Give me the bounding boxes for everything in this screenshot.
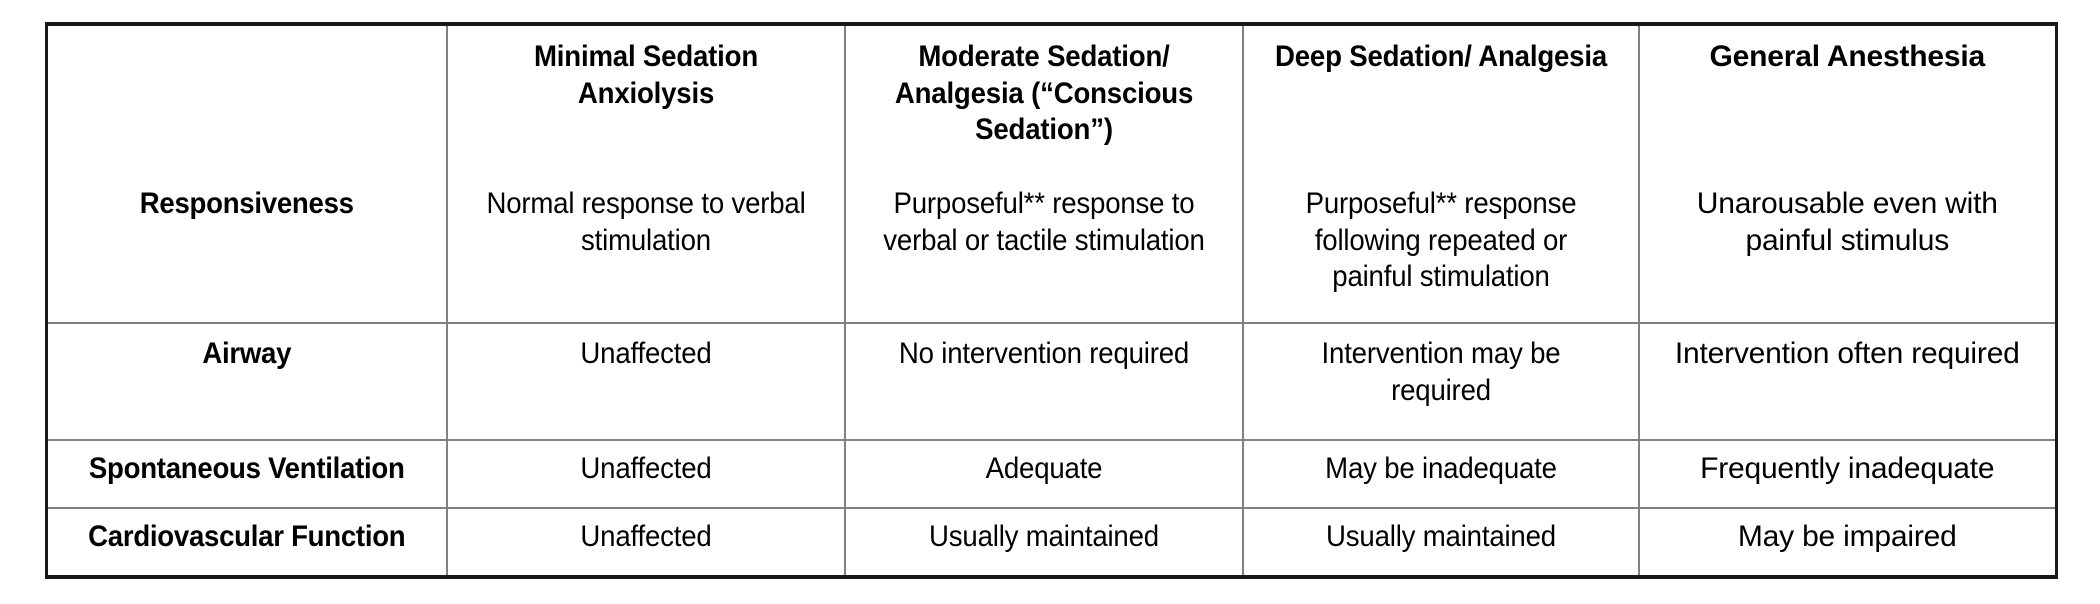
table-row: Spontaneous Ventilation Unaffected Adequ… [46,440,2057,509]
table-row: Cardiovascular Function Unaffected Usual… [46,508,2057,577]
column-header-general-anesthesia: General Anesthesia [1638,24,2057,174]
row-label-text: Cardiovascular Function [48,509,446,564]
cell-value: Usually maintained [1325,520,1556,553]
cell-text: Unarousable even with painful stimulus [1640,174,2056,269]
cell-text: Unaffected [448,441,844,496]
cell-value: Adequate [985,452,1102,485]
cell-text: May be inadequate [1244,441,1638,496]
cell-airway-general: Intervention often required [1638,323,2057,441]
row-label-text: Spontaneous Ventilation [48,441,446,496]
header-line-2: Analgesia (“Conscious [894,76,1193,110]
cell-value: Intervention may be required [1321,337,1560,407]
cell-value: Normal response to verbal stimulation [485,187,806,257]
cell-value: Purposeful** response following repeated… [1305,187,1576,294]
row-label-spontaneous-ventilation: Spontaneous Ventilation [46,440,448,509]
table-row: Responsiveness Normal response to verbal… [46,174,2057,324]
cell-cardio-general: May be impaired [1638,508,2057,577]
cell-cardio-minimal: Unaffected [446,508,846,577]
cell-text: Intervention may be required [1244,324,1638,419]
row-label-value: Cardiovascular Function [88,520,406,553]
cell-ventilation-moderate: Adequate [844,440,1244,509]
cell-value: Unarousable even with painful stimulus [1696,187,1998,257]
cell-text: Adequate [846,441,1242,496]
column-header-general-anesthesia-text: General Anesthesia [1640,26,2056,86]
cell-text: Frequently inadequate [1640,441,2056,496]
table-header-row: Minimal Sedation Anxiolysis Moderate Sed… [46,24,2057,174]
cell-airway-moderate: No intervention required [844,323,1244,441]
cell-responsiveness-moderate: Purposeful** response to verbal or tacti… [844,174,1244,324]
cell-value: Usually maintained [928,520,1159,553]
sedation-levels-table-container: Minimal Sedation Anxiolysis Moderate Sed… [45,22,2058,579]
cell-value: Intervention often required [1674,337,2020,370]
row-label-airway: Airway [46,323,448,441]
cell-ventilation-deep: May be inadequate [1242,440,1640,509]
cell-cardio-moderate: Usually maintained [844,508,1244,577]
header-line-3: Sedation”) [974,113,1113,147]
cell-value: Unaffected [579,520,712,553]
row-label-value: Responsiveness [139,187,354,220]
row-label-cardiovascular-function: Cardiovascular Function [46,508,448,577]
row-label-text: Responsiveness [48,174,446,233]
cell-text: Normal response to verbal stimulation [448,174,844,269]
header-line-1: Deep Sedation/ Analgesia [1274,40,1607,73]
column-header-moderate-sedation-text: Moderate Sedation/ Analgesia (“Conscious… [846,26,1242,159]
cell-value: May be inadequate [1324,452,1557,485]
cell-text: Purposeful** response following repeated… [1244,174,1638,306]
cell-responsiveness-deep: Purposeful** response following repeated… [1242,174,1640,324]
cell-ventilation-minimal: Unaffected [446,440,846,509]
cell-value: No intervention required [898,337,1189,370]
table-row: Airway Unaffected No intervention requir… [46,323,2057,441]
column-header-deep-sedation-text: Deep Sedation/ Analgesia [1244,26,1638,86]
column-header-moderate-sedation: Moderate Sedation/ Analgesia (“Conscious… [844,24,1244,174]
header-line-1: General Anesthesia [1709,40,1986,73]
cell-value: May be impaired [1737,520,1957,553]
cell-text: Purposeful** response to verbal or tacti… [846,174,1242,269]
cell-value: Unaffected [579,452,712,485]
row-label-value: Airway [202,337,292,370]
header-line-1: Moderate Sedation/ [917,40,1170,73]
cell-text: No intervention required [846,324,1242,383]
column-header-deep-sedation: Deep Sedation/ Analgesia [1242,24,1640,174]
header-line-2: Anxiolysis [577,76,714,110]
cell-text: May be impaired [1640,509,2056,564]
cell-text: Usually maintained [1244,509,1638,564]
cell-text: Usually maintained [846,509,1242,564]
cell-text: Intervention often required [1640,324,2056,383]
cell-responsiveness-minimal: Normal response to verbal stimulation [446,174,846,324]
cell-value: Frequently inadequate [1700,452,1995,485]
cell-text: Unaffected [448,324,844,383]
column-header-minimal-sedation: Minimal Sedation Anxiolysis [446,24,846,174]
cell-ventilation-general: Frequently inadequate [1638,440,2057,509]
cell-text: Unaffected [448,509,844,564]
cell-airway-minimal: Unaffected [446,323,846,441]
cell-responsiveness-general: Unarousable even with painful stimulus [1638,174,2057,324]
cell-value: Purposeful** response to verbal or tacti… [882,187,1205,257]
row-label-value: Spontaneous Ventilation [88,452,405,485]
sedation-levels-table: Minimal Sedation Anxiolysis Moderate Sed… [45,22,2058,579]
header-line-1: Minimal Sedation [533,40,758,73]
cell-airway-deep: Intervention may be required [1242,323,1640,441]
row-label-text: Airway [48,324,446,383]
column-header-attribute-text [48,26,446,49]
column-header-minimal-sedation-text: Minimal Sedation Anxiolysis [448,26,844,122]
column-header-attribute [46,24,448,174]
cell-cardio-deep: Usually maintained [1242,508,1640,577]
row-label-responsiveness: Responsiveness [46,174,448,324]
cell-value: Unaffected [579,337,712,370]
